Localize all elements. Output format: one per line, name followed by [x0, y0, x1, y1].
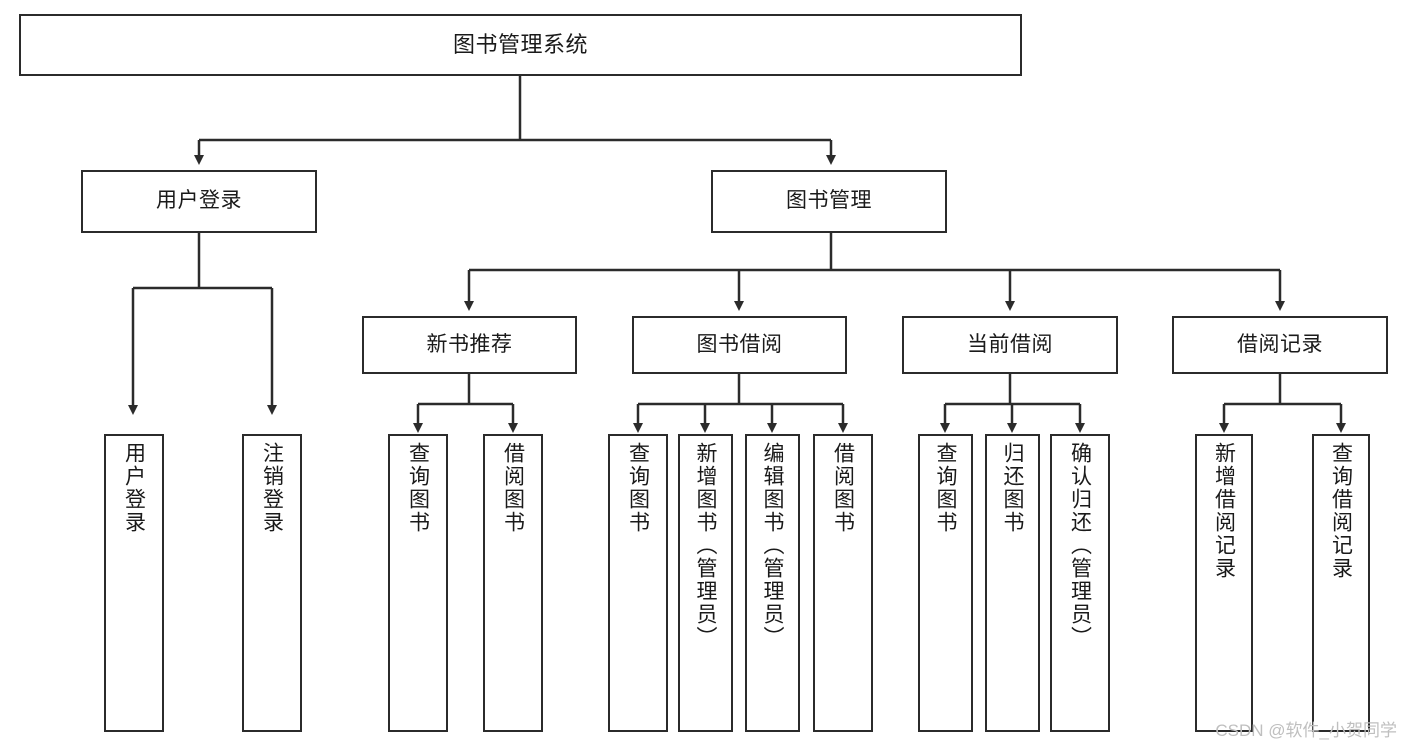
node-book-management[interactable]: 图书管理 [711, 170, 947, 233]
node-book-borrow[interactable]: 图书借阅 [632, 316, 847, 374]
node-current-borrow[interactable]: 当前借阅 [902, 316, 1118, 374]
node-new-book-recommend[interactable]: 新书推荐 [362, 316, 577, 374]
node-borrow-records[interactable]: 借阅记录 [1172, 316, 1388, 374]
leaf-user-login[interactable]: 用户登录 [104, 434, 164, 732]
node-label: 新书推荐 [426, 332, 513, 356]
node-user-login[interactable]: 用户登录 [81, 170, 317, 233]
node-label: 查询借阅记录 [1329, 442, 1353, 580]
leaf-records-add[interactable]: 新增借阅记录 [1195, 434, 1253, 732]
node-label: 图书管理 [786, 189, 872, 213]
leaf-records-query[interactable]: 查询借阅记录 [1312, 434, 1370, 732]
node-label: 查询图书 [406, 442, 430, 534]
node-label: 归还图书 [1001, 442, 1024, 534]
leaf-borrow-query-book[interactable]: 查询图书 [608, 434, 668, 732]
node-root-system[interactable]: 图书管理系统 [19, 14, 1022, 76]
leaf-borrow-borrow-book[interactable]: 借阅图书 [813, 434, 873, 732]
node-label: 确认归还（管理员） [1068, 442, 1092, 649]
node-label: 查询图书 [626, 442, 650, 534]
watermark-text: CSDN @软件_小贺同学 [1215, 721, 1397, 740]
node-label: 图书借阅 [696, 332, 783, 356]
leaf-user-logout[interactable]: 注销登录 [242, 434, 302, 732]
leaf-new-book-query[interactable]: 查询图书 [388, 434, 448, 732]
leaf-current-return-book[interactable]: 归还图书 [985, 434, 1040, 732]
node-label: 编辑图书（管理员） [761, 442, 784, 649]
node-label: 借阅图书 [831, 442, 855, 534]
node-label: 借阅记录 [1237, 332, 1323, 356]
leaf-borrow-edit-book[interactable]: 编辑图书（管理员） [745, 434, 800, 732]
leaf-current-query-book[interactable]: 查询图书 [918, 434, 973, 732]
node-label: 当前借阅 [967, 332, 1053, 356]
leaf-current-confirm-return[interactable]: 确认归还（管理员） [1050, 434, 1110, 732]
node-label: 图书管理系统 [452, 32, 588, 58]
leaf-new-book-borrow[interactable]: 借阅图书 [483, 434, 543, 732]
node-label: 新增图书（管理员） [694, 442, 717, 649]
node-label: 注销登录 [260, 442, 284, 534]
node-label: 用户登录 [122, 442, 146, 534]
node-label: 查询图书 [934, 442, 957, 534]
node-label: 借阅图书 [501, 442, 525, 534]
node-label: 用户登录 [156, 189, 242, 213]
node-label: 新增借阅记录 [1212, 442, 1236, 580]
leaf-borrow-add-book[interactable]: 新增图书（管理员） [678, 434, 733, 732]
